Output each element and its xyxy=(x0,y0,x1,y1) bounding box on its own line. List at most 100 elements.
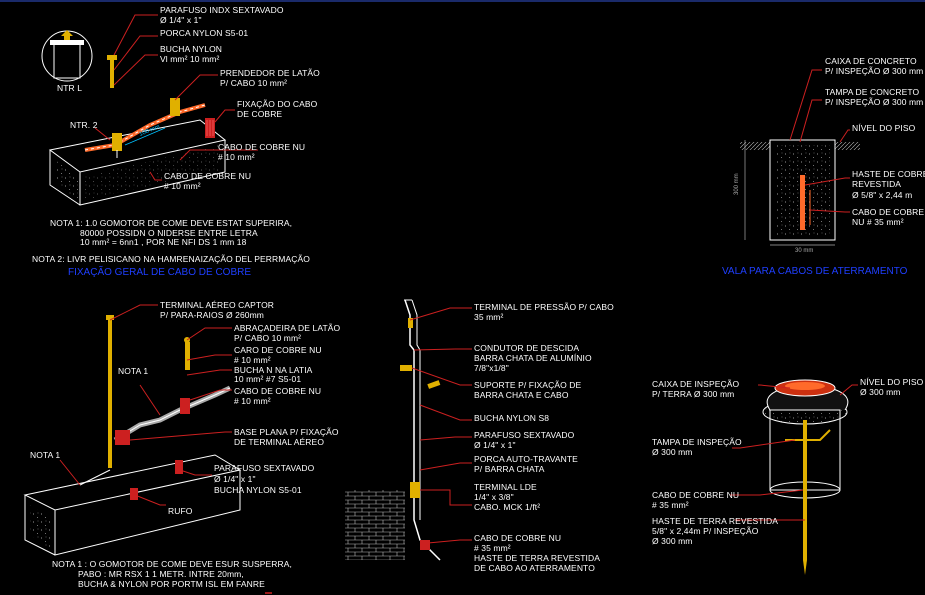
p1-label-6: P/ CABO 10 mm² xyxy=(220,78,288,88)
p2-label-4: NÍVEL DO PISO xyxy=(852,123,916,133)
brass-clamp-2 xyxy=(170,98,180,116)
p3-label-8: CABO DE COBRE NU xyxy=(234,386,322,396)
p3-label-0: TERMINAL AÉREO CAPTOR xyxy=(160,300,275,310)
p4-label-9: Ø 1/4" x 1" xyxy=(474,440,516,450)
p2-label-2: TAMPA DE CONCRETO xyxy=(825,87,920,97)
p3-label-12: PARAFUSO SEXTAVADO xyxy=(214,463,315,473)
p1-title: FIXAÇÃO GERAL DE CABO DE COBRE xyxy=(68,267,252,278)
p3-label-2: ABRAÇADEIRA DE LATÃO xyxy=(234,323,341,333)
p4-label-17: HASTE DE TERRA REVESTIDA xyxy=(474,553,600,563)
ntr-l-label: NTR L xyxy=(57,83,83,93)
p5-label-10: Ø 300 mm xyxy=(652,536,693,546)
p1-label-8: DE COBRE xyxy=(237,109,283,119)
p4-label-1: 35 mm² xyxy=(474,312,504,322)
panel2-drawing: 300 mm 30 mm xyxy=(734,69,860,254)
ground-rod-5 xyxy=(803,420,807,560)
air-terminal xyxy=(108,318,112,468)
bolt-1 xyxy=(110,58,114,88)
p4-label-10: PORCA AUTO-TRAVANTE xyxy=(474,454,578,464)
p3-note-2: BUCHA & NYLON POR PORTM ISL EM FANRE xyxy=(78,579,265,589)
panel3-drawing xyxy=(23,304,242,556)
p4-label-3: BARRA CHATA DE ALUMÍNIO xyxy=(474,353,592,363)
dim-height-2: 300 mm xyxy=(734,173,740,195)
p4-label-0: TERMINAL DE PRESSÃO P/ CABO xyxy=(474,302,614,312)
brass-clamp-1 xyxy=(112,133,122,151)
dim-width-2: 30 mm xyxy=(795,248,813,254)
p1-label-9: CABO DE COBRE NU xyxy=(218,142,306,152)
p3-label-1: P/ PARA-RAIOS Ø 260mm xyxy=(160,310,264,320)
p3-label-5: # 10 mm² xyxy=(234,355,271,365)
top-border xyxy=(0,0,925,2)
p2-label-7: Ø 5/8" x 2,44 m xyxy=(852,190,913,200)
p1-note-2: 10 mm² = 6nn1 , POR NE NFI DS 1 mm 18 xyxy=(80,237,247,247)
p3-label-10: BASE PLANA P/ FIXAÇÃO xyxy=(234,427,339,437)
p1-label-11: CABO DE COBRE NU xyxy=(164,171,252,181)
p1-label-7: FIXAÇÃO DO CABO xyxy=(237,99,318,109)
p3-label-11: DE TERMINAL AÉREO xyxy=(234,437,325,447)
p5-label-3: Ø 300 mm xyxy=(860,387,901,397)
p3-label-6: BUCHA N NA LATIA xyxy=(234,365,313,375)
copper-cable-1 xyxy=(84,103,206,152)
p4-label-14: CABO. MCK 1/ft² xyxy=(474,502,541,512)
panel1-leaders xyxy=(94,14,258,181)
p1-label-2: PORCA NYLON S5-01 xyxy=(160,28,249,38)
p5-label-8: HASTE DE TERRA REVESTIDA xyxy=(652,516,778,526)
p3-label-13: Ø 1/4" x 1" xyxy=(214,474,256,484)
p2-title: VALA PARA CABOS DE ATERRAMENTO xyxy=(722,266,908,277)
down-conductor xyxy=(404,299,441,561)
p1-label-3: BUCHA NYLON xyxy=(160,44,223,54)
p2-label-6: REVESTIDA xyxy=(852,179,902,189)
p4-label-7: BUCHA NYLON S8 xyxy=(474,413,550,423)
p3-label-14: BUCHA NYLON S5-01 xyxy=(214,485,302,495)
panel4-drawing xyxy=(345,299,472,561)
p5-label-5: Ø 300 mm xyxy=(652,447,693,457)
p1-note-0: NOTA 1: 1.0 GOMOTOR DE COME DEVE ESTAT S… xyxy=(50,218,293,228)
brick-wall xyxy=(345,490,405,560)
p2-label-3: P/ INSPEÇÃO Ø 300 mm xyxy=(825,97,924,107)
p3-note-0: NOTA 1 : O GOMOTOR DE COME DEVE ESUR SUS… xyxy=(52,559,292,569)
p4-label-11: P/ BARRA CHATA xyxy=(474,464,545,474)
p5-label-0: CAIXA DE INSPEÇÃO xyxy=(652,379,740,389)
p4-label-18: DE CABO AO ATERRAMENTO xyxy=(474,563,595,573)
p5-label-2: NÍVEL DO PISO xyxy=(860,377,924,387)
p2-label-9: NU # 35 mm² xyxy=(852,217,904,227)
p3-label-3: P/ CABO 10 mm² xyxy=(234,333,302,343)
p1-label-4: Vl mm² 10 mm² xyxy=(160,54,220,64)
p5-label-6: CABO DE COBRE NU xyxy=(652,490,740,500)
parapet-block-1 xyxy=(48,119,227,206)
p4-label-2: CONDUTOR DE DESCIDA xyxy=(474,343,580,353)
p2-label-8: CABO DE COBRE xyxy=(852,207,925,217)
p2-label-5: HASTE DE COBRE xyxy=(852,169,925,179)
ground-rod-2 xyxy=(800,175,805,230)
rufo-marker xyxy=(130,488,138,500)
p3-label-4: CARO DE COBRE NU xyxy=(234,345,322,355)
rufo-label: RUFO xyxy=(168,506,193,516)
p1-label-1: Ø 1/4" x 1" xyxy=(160,15,202,25)
concrete-box xyxy=(769,139,836,241)
p2-label-1: P/ INSPEÇÃO Ø 300 mm xyxy=(825,66,924,76)
p1-note-3: NOTA 2: LIVR PELISICANO NA HAMRENAIZAÇÃO… xyxy=(32,254,310,264)
p4-label-5: SUPORTE P/ FIXAÇÃO DE xyxy=(474,380,582,390)
p4-label-8: PARAFUSO SEXTAVADO xyxy=(474,430,575,440)
p1-label-10: # 10 mm² xyxy=(218,152,255,162)
panel5-drawing xyxy=(730,379,858,575)
ntr-2-label: NTR. 2 xyxy=(70,120,98,130)
p3-label-9: # 10 mm² xyxy=(234,396,271,406)
nota1b-label: NOTA 1 xyxy=(30,450,61,460)
p4-label-16: # 35 mm² xyxy=(474,543,511,553)
p1-label-12: # 10 mm² xyxy=(164,181,201,191)
p4-label-15: CABO DE COBRE NU xyxy=(474,533,562,543)
p2-label-0: CAIXA DE CONCRETO xyxy=(825,56,917,66)
p3-note-1: PABO : MR RSX 1 1 METR. INTRE 20mm, xyxy=(78,569,244,579)
nota1-label: NOTA 1 xyxy=(118,366,149,376)
ntr-l-symbol xyxy=(41,30,93,82)
p5-label-7: # 35 mm² xyxy=(652,500,689,510)
panel1-drawing: 100 mm xyxy=(41,14,258,206)
p4-label-12: TERMINAL LDE xyxy=(474,482,537,492)
base-plate xyxy=(115,430,130,445)
p5-label-4: TAMPA DE INSPEÇÃO xyxy=(652,437,742,447)
p5-label-1: P/ TERRA Ø 300 mm xyxy=(652,389,735,399)
p4-label-13: 1/4" x 3/8" xyxy=(474,492,514,502)
p4-label-6: BARRA CHATA E CABO xyxy=(474,390,569,400)
